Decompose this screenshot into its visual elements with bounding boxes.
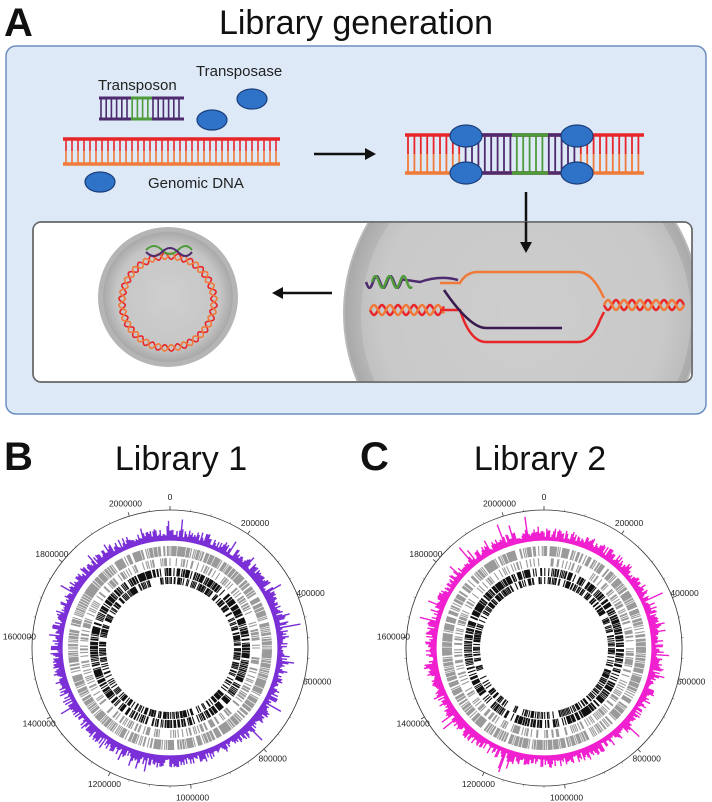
tick-label: 600000 — [303, 677, 332, 687]
tick-label: 1000000 — [176, 792, 209, 802]
panel-b-letter: B — [4, 435, 33, 479]
transposase-protein — [84, 171, 116, 193]
grey-gene-track-inner — [453, 558, 634, 739]
tick-label: 1200000 — [462, 779, 495, 789]
transposon-dna — [99, 96, 184, 121]
grey-gene-track-outer — [441, 545, 647, 751]
arrow-left-icon — [272, 287, 332, 299]
tick-label: 1000000 — [550, 792, 583, 802]
tick-label: 600000 — [677, 677, 706, 687]
tick-label: 800000 — [633, 754, 662, 764]
genome-plot-library-2: 0 200000 400000 600000 800000 1000000 1200000 1… — [377, 492, 706, 802]
tick-label: 2000000 — [483, 499, 516, 509]
panel-a-title: Library generation — [219, 4, 493, 42]
tick-label: 200000 — [241, 518, 270, 528]
tick-label: 800000 — [259, 754, 288, 764]
genomic-dna-label: Genomic DNA — [148, 175, 244, 192]
genome-plot-library-1: 0 200000 400000 600000 800000 1000000 1200000 1… — [3, 492, 332, 802]
tick-label: 2000000 — [109, 499, 142, 509]
panel-c-letter: C — [360, 435, 389, 479]
transposase-protein — [196, 109, 228, 131]
black-gene-track-inner — [98, 576, 242, 720]
replication-fork — [364, 270, 686, 344]
transposase-protein — [236, 88, 268, 110]
tick-label: 1200000 — [88, 779, 121, 789]
grey-gene-track-inner — [79, 558, 261, 738]
tick-label: 1600000 — [3, 632, 36, 642]
integrated-dna-complex — [405, 124, 644, 185]
tick-label: 200000 — [615, 518, 644, 528]
tick-label: 1600000 — [377, 632, 410, 642]
tick-label: 1800000 — [35, 549, 68, 559]
tick-label: 1800000 — [409, 549, 442, 559]
panel-a-letter: A — [4, 1, 33, 45]
tick-label: 1400000 — [397, 719, 430, 729]
panel-b-title: Library 1 — [115, 440, 247, 478]
black-gene-track-outer — [463, 567, 625, 729]
panel-c-title: Library 2 — [474, 440, 606, 478]
black-gene-track-inner — [472, 577, 616, 720]
tick-label: 400000 — [296, 588, 325, 598]
transposon-label: Transposon — [98, 77, 177, 94]
insertion-density-track — [419, 516, 670, 773]
tick-label: 1400000 — [23, 719, 56, 729]
arrow-right-icon — [314, 148, 376, 160]
tick-label: 400000 — [670, 588, 699, 598]
transposase-label: Transposase — [196, 63, 282, 80]
tick-label: 0 — [168, 492, 173, 502]
black-gene-track-outer — [89, 567, 251, 729]
bacterial-cell — [98, 227, 238, 367]
genomic-dna — [63, 137, 280, 166]
tick-label: 0 — [542, 492, 547, 502]
insertion-density-track — [49, 519, 301, 772]
grey-gene-track-outer — [67, 545, 273, 751]
